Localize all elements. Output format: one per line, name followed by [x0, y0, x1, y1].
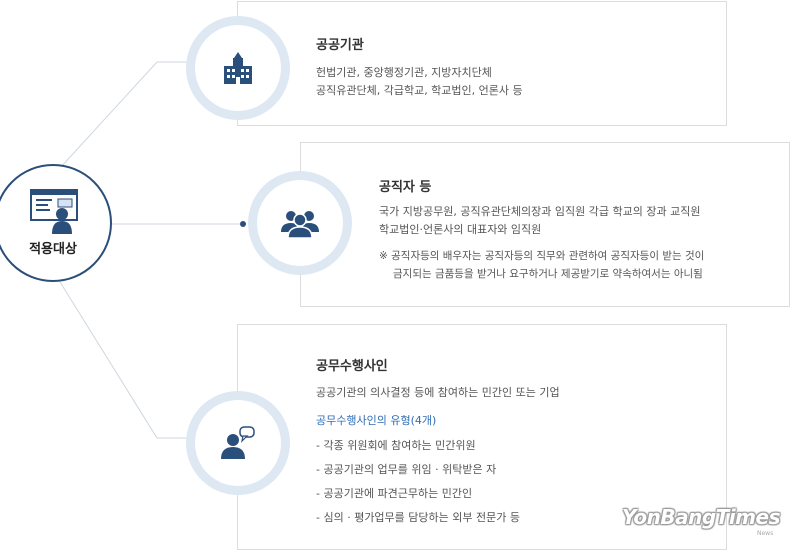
- icon-circle-person: [186, 391, 290, 495]
- list-item: - 공공기관의 업무를 위임 · 위탁받은 자: [316, 463, 497, 476]
- building-icon: [224, 52, 252, 84]
- group-icon: [281, 211, 319, 238]
- person-speech-icon: [221, 426, 255, 459]
- card-subtitle: 공무수행사인의 유형(4개): [316, 414, 437, 427]
- watermark-logo: YonBangTimes: [622, 505, 780, 529]
- card-note-line: 금지되는 금품등을 받거나 요구하거나 제공받기로 약속하여서는 아니됨: [393, 268, 703, 280]
- card-text-line: 국가 지방공무원, 공직유관단체의장과 임직원 각급 학교의 장과 교직원: [379, 205, 701, 218]
- presenter-board-icon: [30, 189, 78, 234]
- card-text-line: 헌법기관, 중앙행정기관, 지방자치단체: [316, 66, 492, 79]
- card-text-line: 학교법인·언론사의 대표자와 임직원: [379, 223, 542, 236]
- card-private-public-duty: 공무수행사인 공공기관의 의사결정 등에 참여하는 민간인 또는 기업 공무수행…: [237, 324, 727, 550]
- icon-circle-building: [186, 16, 290, 120]
- card-title: 공무수행사인: [316, 359, 388, 374]
- card-title: 공공기관: [316, 38, 364, 53]
- center-label: 적용대상: [29, 242, 77, 257]
- card-text-line: 공공기관의 의사결정 등에 참여하는 민간인 또는 기업: [316, 386, 560, 399]
- card-note-line: ※ 공직자등의 배우자는 공직자등의 직무와 관련하여 공직자등이 받는 것이: [379, 250, 705, 262]
- watermark-sub: News: [757, 530, 774, 537]
- icon-circle-group: [248, 171, 352, 275]
- list-item: - 각종 위원회에 참여하는 민간위원: [316, 439, 476, 452]
- list-item: - 심의 · 평가업무를 담당하는 외부 전문가 등: [316, 511, 520, 524]
- list-item: - 공공기관에 파견근무하는 민간인: [316, 487, 473, 500]
- card-public-officials: 공직자 등 국가 지방공무원, 공직유관단체의장과 임직원 각급 학교의 장과 …: [300, 142, 790, 307]
- target-center-circle: 적용대상: [0, 164, 112, 282]
- card-text-line: 공직유관단체, 각급학교, 학교법인, 언론사 등: [316, 84, 523, 97]
- card-public-institutions: 공공기관 헌법기관, 중앙행정기관, 지방자치단체 공직유관단체, 각급학교, …: [237, 1, 727, 126]
- card-title: 공직자 등: [379, 180, 432, 195]
